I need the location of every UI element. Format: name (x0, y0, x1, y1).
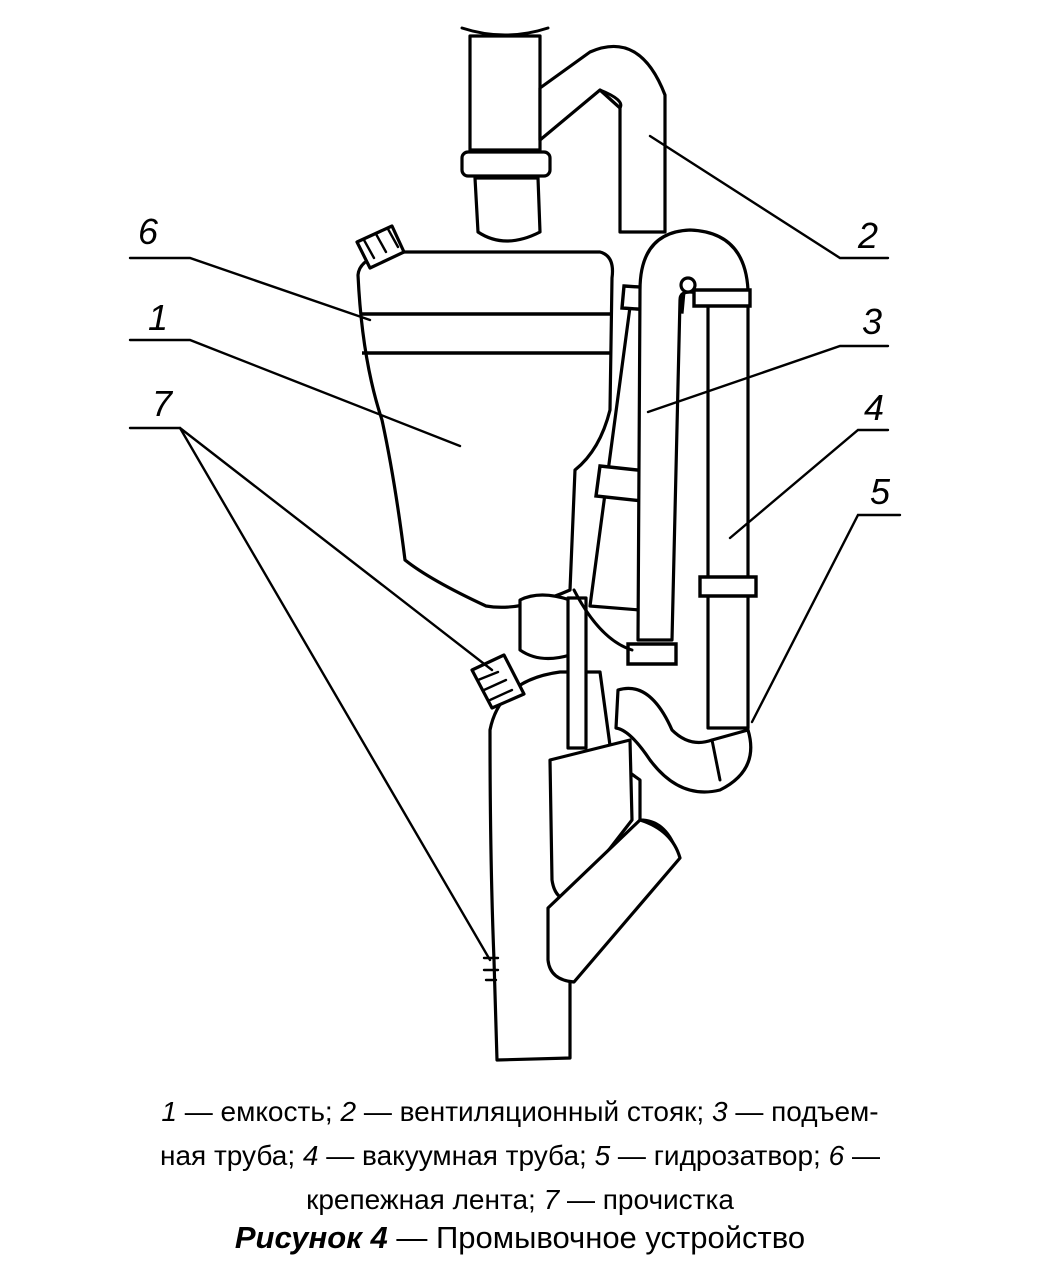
part-number-labels: 6 1 7 2 3 4 5 (138, 211, 891, 512)
legend-num: 3 (711, 1096, 728, 1127)
vacuum-pipe-4 (626, 228, 758, 730)
figure-legend: 1 — емкость; 2 — вентиляционный стояк; 3… (30, 1090, 1010, 1222)
tank-cleanout-plug (355, 224, 406, 270)
figure-title-prefix: Рисунок 4 (234, 1220, 388, 1255)
water-seal-5 (614, 686, 753, 794)
flushing-device-drawing: 6 1 7 2 3 4 5 (128, 26, 902, 1062)
vent-stack-2 (460, 26, 667, 243)
legend-text: — вакуумная труба; (318, 1140, 595, 1171)
legend-text: — вентиляционный стояк; (356, 1096, 712, 1127)
legend-text: — емкость; (176, 1096, 341, 1127)
legend-text: — (844, 1140, 880, 1171)
figure-title: Рисунок 4 — Промывочное устройство (30, 1220, 1010, 1256)
legend-text: — подъем- (727, 1096, 879, 1127)
legend-text: — гидрозатвор; (610, 1140, 829, 1171)
legend-num: 5 (594, 1140, 611, 1171)
leader-lines (128, 134, 902, 962)
label-2: 2 (857, 215, 878, 256)
figure-title-text: — Промывочное устройство (387, 1220, 806, 1255)
label-7: 7 (152, 383, 174, 424)
legend-num: 4 (302, 1140, 319, 1171)
legend-num: 6 (828, 1140, 845, 1171)
label-5: 5 (870, 471, 891, 512)
legend-num: 2 (340, 1096, 357, 1127)
label-6: 6 (138, 211, 159, 252)
legend-num: 7 (543, 1184, 560, 1215)
label-4: 4 (864, 387, 884, 428)
drain-cleanout-plug (470, 653, 526, 710)
legend-text: крепежная лента; (306, 1184, 544, 1215)
tank-1 (355, 224, 615, 609)
lower-collector (470, 588, 682, 1062)
legend-num: 1 (161, 1096, 177, 1127)
label-3: 3 (862, 301, 882, 342)
legend-text: ная труба; (160, 1140, 303, 1171)
label-1: 1 (148, 297, 168, 338)
legend-text: — прочистка (559, 1184, 734, 1215)
